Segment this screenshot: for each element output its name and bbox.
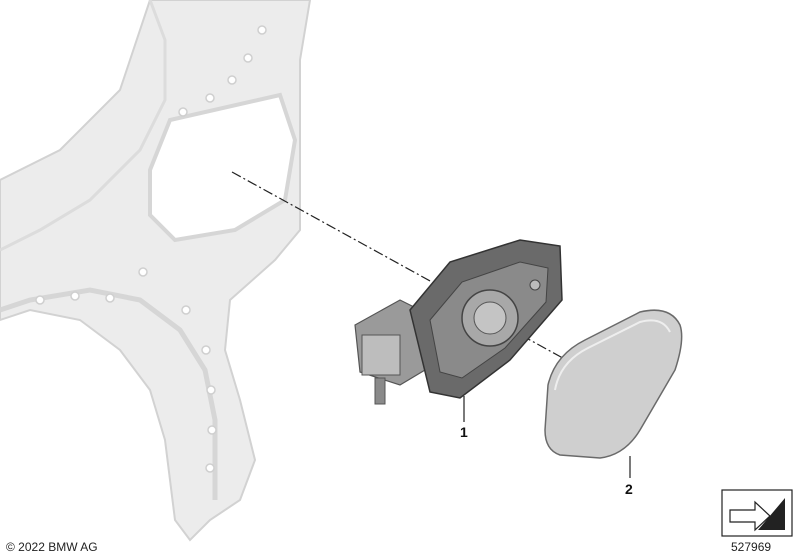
corner-arrow-icon	[721, 489, 793, 537]
callout-label-2: 2	[625, 481, 633, 497]
fuel-filler-housing	[354, 239, 563, 405]
body-side-panel	[0, 0, 312, 542]
assembly-line-cap	[489, 317, 571, 363]
callout-label-1: 1	[460, 424, 468, 440]
diagram-number: 527969	[731, 540, 772, 554]
assembly-line-panel	[231, 171, 433, 283]
copyright-text: © 2022 BMW AG	[6, 540, 98, 554]
fuel-door-cap	[544, 309, 683, 459]
